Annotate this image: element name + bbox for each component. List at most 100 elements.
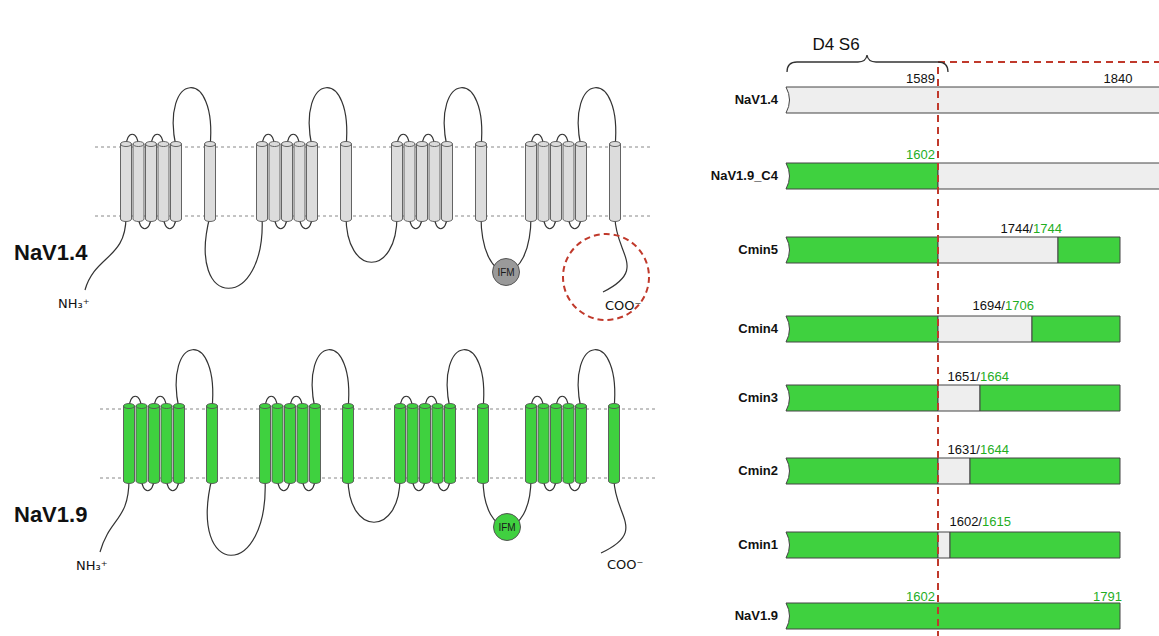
residue-number: 1589 [906, 72, 935, 87]
helix-cap [420, 404, 431, 409]
residue-number: 1631/ [947, 443, 980, 458]
helix-cap [563, 404, 574, 409]
helix-cylinder [133, 144, 144, 222]
helix-cap [445, 404, 456, 409]
construct-bars [786, 87, 1159, 629]
motif-label: IFM [497, 267, 514, 278]
sequence-segment [786, 163, 938, 189]
protein-loop [312, 350, 349, 409]
residue-number: 1602/ [949, 515, 982, 530]
residue-number: 1615 [982, 515, 1011, 530]
residue-number: 1602 [906, 590, 935, 605]
construct-name: NaV1.4 [735, 93, 778, 108]
construct-name: Cmin3 [738, 391, 778, 406]
helix-cylinder [207, 406, 218, 484]
helix-cap [161, 404, 172, 409]
highlight-box [938, 62, 1159, 636]
helix-cylinder [121, 144, 132, 222]
helix-cap [282, 142, 293, 147]
helix-cap [272, 404, 283, 409]
protein-loop [578, 350, 615, 409]
helix-cap [576, 142, 587, 147]
helix-cylinder [429, 144, 440, 222]
protein-loop [173, 88, 211, 147]
motif-circle: IFM [493, 513, 521, 541]
helix-cap [307, 142, 318, 147]
protein-loop [100, 479, 129, 552]
helix-cylinder [158, 144, 169, 222]
construct-name: NaV1.9 [735, 609, 778, 624]
residue-number: 1791 [1093, 590, 1122, 605]
helix-cap [395, 404, 406, 409]
helix-cylinder [282, 144, 293, 222]
sequence-segment [1032, 316, 1120, 342]
helix-cylinder [269, 144, 280, 222]
helix-cylinder [395, 406, 406, 484]
sequence-segment [786, 385, 938, 411]
construct-name: Cmin2 [738, 464, 778, 479]
helix-cap [205, 142, 216, 147]
protein-loop [207, 478, 265, 555]
helix-cylinder [171, 144, 182, 222]
helix-cylinder [563, 144, 574, 222]
helix-cap [146, 142, 157, 147]
helix-cylinder [576, 144, 587, 222]
residue-number: 1664 [980, 370, 1009, 385]
helix-cap [310, 404, 321, 409]
helix-cylinder [341, 144, 352, 222]
helix-cap [260, 404, 271, 409]
helix-cap [124, 404, 135, 409]
residue-number: 1744/ [1000, 222, 1033, 237]
construct-name: Cmin5 [738, 243, 778, 258]
helix-cylinder [257, 144, 268, 222]
helix-cylinder [297, 406, 308, 484]
helix-cap [171, 142, 182, 147]
helix-cylinder [551, 406, 562, 484]
helix-cylinder [551, 144, 562, 222]
helix-cap [563, 142, 574, 147]
highlight-circle [563, 234, 649, 320]
helix-cap [158, 142, 169, 147]
helix-cylinder [576, 406, 587, 484]
helix-cap [392, 142, 403, 147]
helix-cylinder [136, 406, 147, 484]
sequence-segment [970, 458, 1120, 484]
helix-cap [149, 404, 160, 409]
sequence-segment [938, 385, 980, 411]
helix-cylinder [445, 406, 456, 484]
construct-name: NaV1.9_C4 [711, 169, 778, 184]
helix-cylinder [285, 406, 296, 484]
helix-cap [538, 142, 549, 147]
helix-cylinder [392, 144, 403, 222]
protein-loop [309, 88, 347, 147]
segment-label: D4 S6 [812, 35, 859, 55]
n-terminus: NH₃⁺ [58, 297, 90, 312]
helix-cap [407, 404, 418, 409]
helix-cylinder [420, 406, 431, 484]
helix-cylinder [174, 406, 185, 484]
sequence-segment [786, 316, 938, 342]
helix-cylinder [294, 144, 305, 222]
protein-loop [85, 217, 126, 290]
helix-cap [285, 404, 296, 409]
channel-name: NaV1.4 [14, 240, 87, 265]
channel-topology [100, 350, 655, 556]
helix-cap [551, 142, 562, 147]
helix-cap [207, 404, 218, 409]
helix-cylinder [526, 406, 537, 484]
helix-cap [133, 142, 144, 147]
helix-cap [432, 404, 443, 409]
helix-cylinder [146, 144, 157, 222]
residue-number: 1840 [1104, 72, 1133, 87]
c-terminus: COO⁻ [607, 558, 643, 573]
motif-circle-outline [494, 514, 521, 541]
region-bracket [787, 55, 948, 72]
sequence-segment [938, 316, 1032, 342]
helix-cap [404, 142, 415, 147]
helix-cap [294, 142, 305, 147]
helix-cylinder [272, 406, 283, 484]
residue-number: 1694/ [972, 299, 1005, 314]
helix-cap [343, 404, 354, 409]
helix-cylinder [149, 406, 160, 484]
